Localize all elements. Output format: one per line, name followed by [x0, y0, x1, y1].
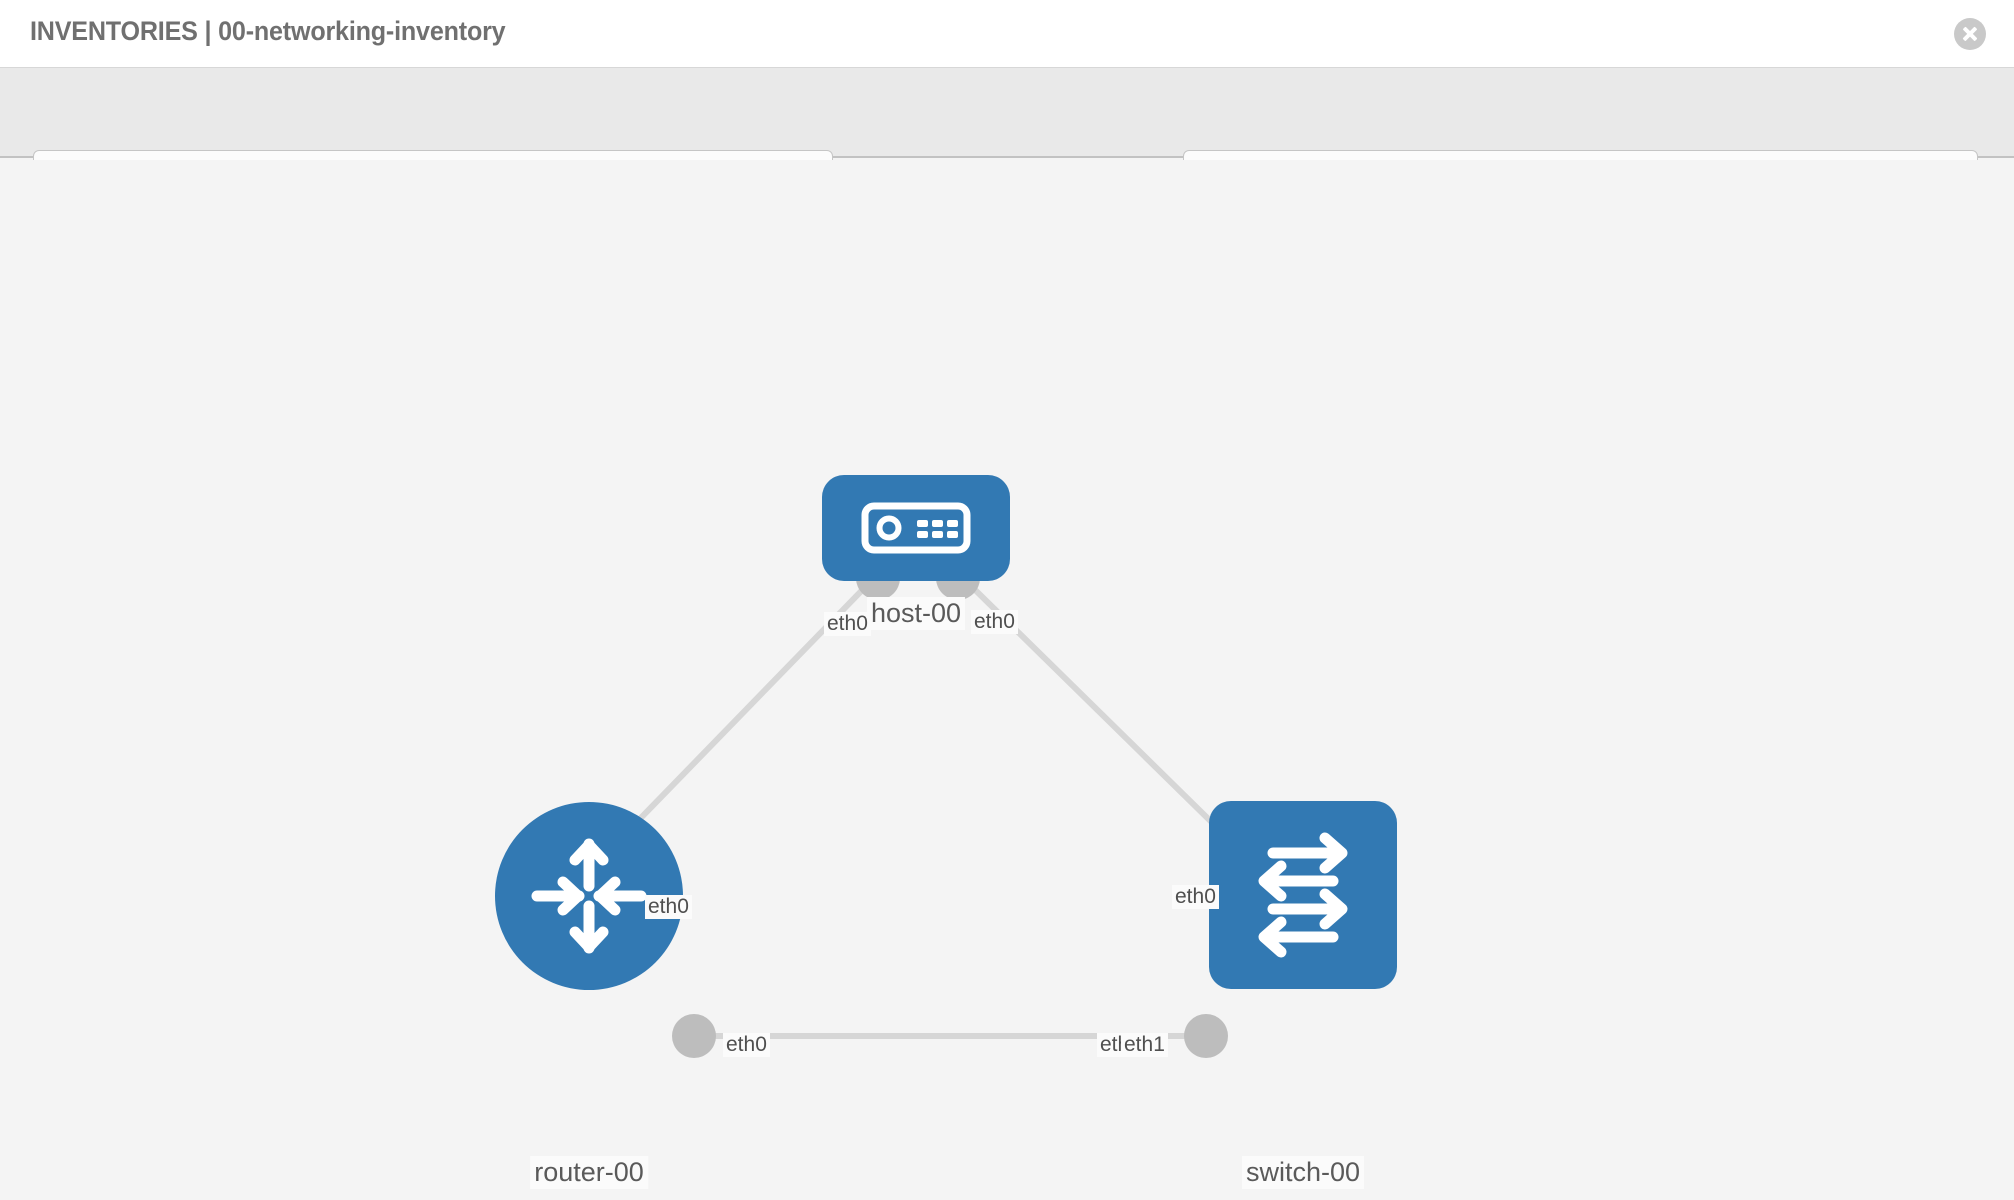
edge-group: [597, 575, 1243, 1039]
page-header: INVENTORIES | 00-networking-inventory: [0, 0, 2014, 68]
iface-label-host-left: eth0: [824, 612, 871, 636]
node-label-router: router-00: [530, 1156, 648, 1189]
node-host-00[interactable]: [822, 475, 1010, 581]
iface-label-router-up: eth0: [645, 895, 692, 919]
page-title: INVENTORIES | 00-networking-inventory: [30, 16, 506, 46]
toolbar: ACTIONS SEARC: [0, 68, 2014, 206]
topology-edges: [597, 556, 1262, 1058]
server-icon: [861, 502, 971, 554]
close-icon[interactable]: [1954, 18, 1986, 50]
iface-label-host-right: eth0: [971, 610, 1018, 634]
port-group: [672, 556, 1262, 1058]
node-label-host: host-00: [866, 597, 966, 630]
node-label-switch: switch-00: [1241, 1156, 1365, 1189]
node-switch-00[interactable]: [1209, 801, 1397, 989]
topology-canvas[interactable]: host-00 router-00 switch-00 eth0 eth0 et…: [0, 160, 2014, 1200]
port-switch-left: [1184, 1014, 1228, 1058]
switch-arrows-icon: [1258, 832, 1348, 958]
router-arrows-icon: [531, 838, 647, 954]
port-router-right: [672, 1014, 716, 1058]
iface-label-switch-left-b: eth1: [1121, 1033, 1168, 1057]
iface-label-router-right: eth0: [723, 1033, 770, 1057]
iface-label-switch-up: eth0: [1172, 885, 1219, 909]
